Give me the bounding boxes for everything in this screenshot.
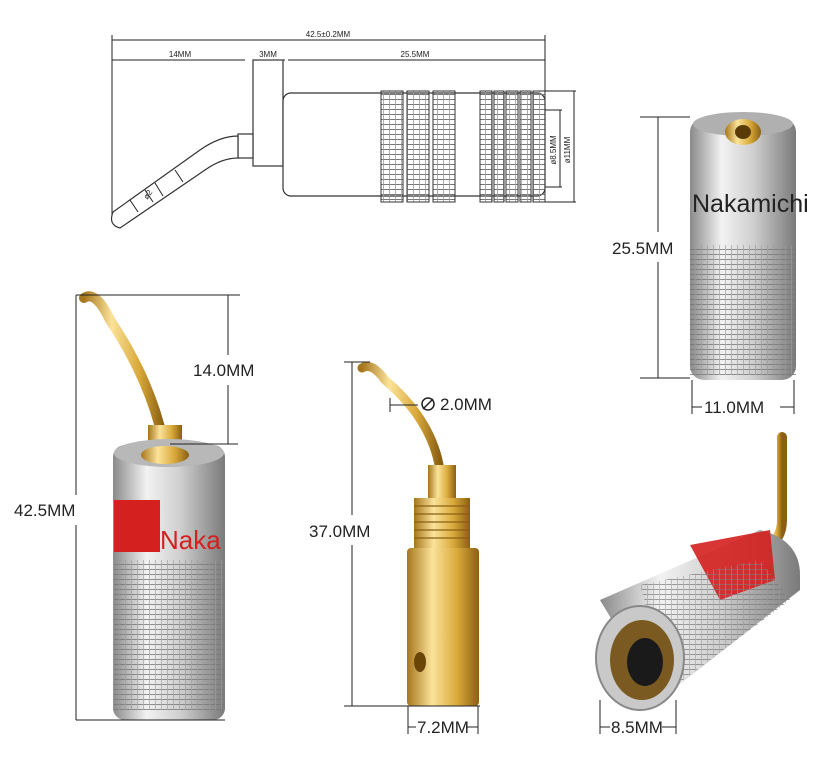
connector-photo-top-right: Nakamichi 25.5MM 11.0MM [612,112,809,417]
pin-length-label: 14MM [169,50,192,59]
body-length-label: 25.5MM [401,50,430,59]
connector-photo-left: Naka 14.0MM 42.5MM [14,291,254,721]
diameter-label-top-right: 11.0MM [704,398,764,417]
outer-diameter-label: ø11MM [563,136,572,163]
total-length-label: 42.5±0.2MM [306,30,351,39]
brand-logo-left: Naka [160,525,221,555]
connector-photo-middle: 2.0MM 37.0MM 7.2MM [309,361,492,737]
connector-photo-bottom-right: 8.5MM [595,432,800,737]
pin-height-label-left: 14.0MM [193,361,254,380]
technical-drawing: 42.5±0.2MM 14MM 3MM 25.5MM ø8.5MM ø11MM … [110,30,576,229]
opening-label-bottom-right: 8.5MM [611,718,663,737]
height-label-top-right: 25.5MM [612,239,673,258]
brand-logo-top-right: Nakamichi [692,190,809,218]
collar-length-label: 3MM [259,50,277,59]
width-label-middle: 7.2MM [417,718,469,737]
inner-diameter-label: ø8.5MM [549,135,558,165]
height-label-middle: 37.0MM [309,522,370,541]
pin-diameter-label-middle: 2.0MM [440,395,492,414]
total-height-label-left: 42.5MM [14,501,75,520]
